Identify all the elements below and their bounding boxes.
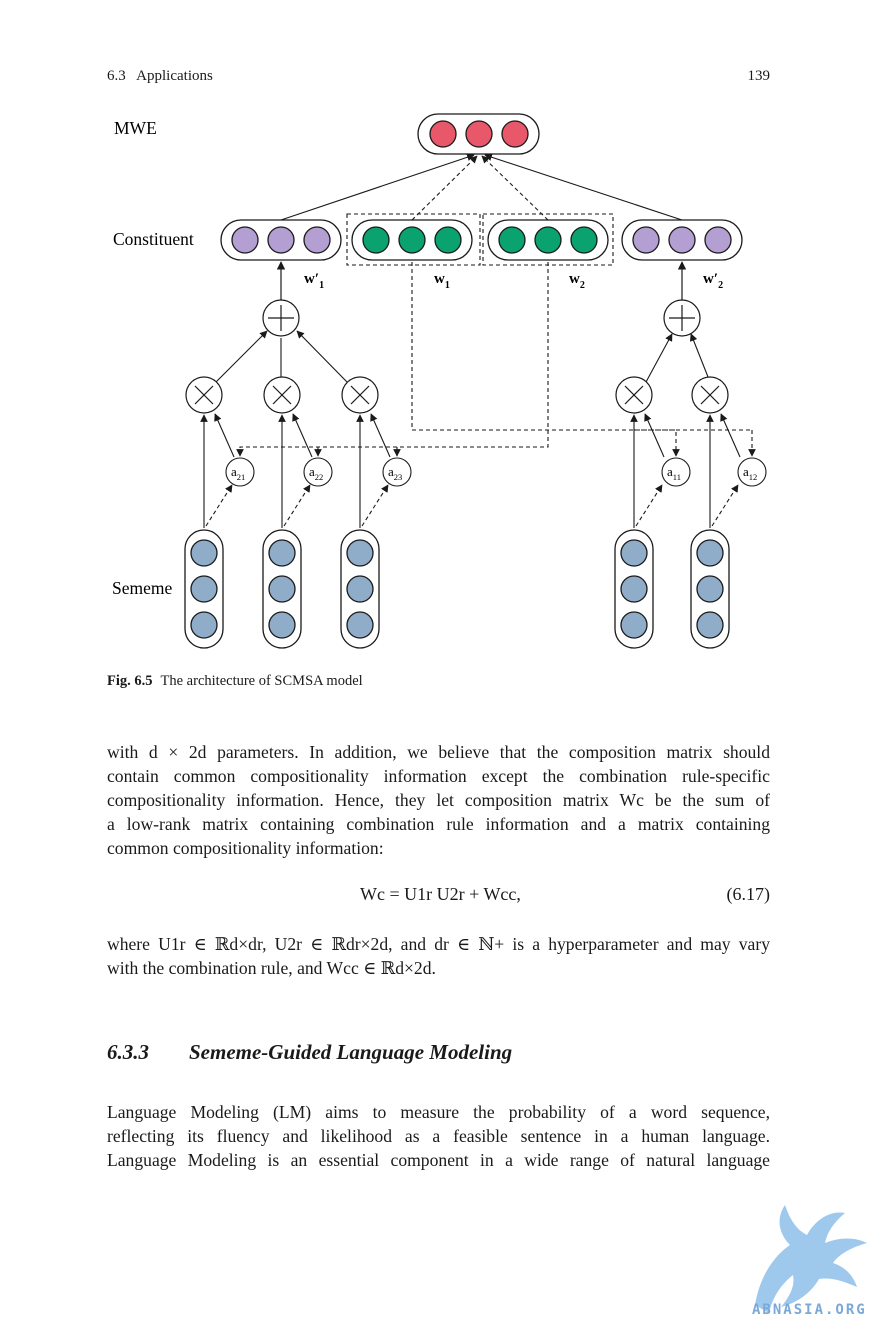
constituent-vector-2-sememe — [621, 219, 743, 261]
sememe-vector — [690, 529, 730, 649]
sememe-vectors — [184, 529, 730, 649]
paragraph-line: contain common compositionality informat… — [107, 766, 770, 786]
paragraph-language-modeling: Language Modeling (LM) aims to measure t… — [107, 1100, 770, 1172]
sememe-to-product-arrows — [200, 414, 714, 528]
constituent-vector-2-word — [482, 213, 614, 266]
constituent-vector-1-sememe — [220, 219, 342, 261]
attention-nodes: a21 a22 a23 a11 a12 — [225, 457, 767, 487]
multiply-icon — [341, 376, 379, 414]
equation-body: Wc = U1r U2r + Wcc, — [360, 884, 521, 904]
weight-label-w2: w2 — [569, 271, 585, 291]
sememe-label: Sememe — [112, 578, 172, 598]
constituent-to-mwe-arrows — [280, 153, 683, 221]
svg-text:a21: a21 — [231, 464, 245, 482]
paragraph-line: with the combination rule, and Wcc ∈ ℝd×… — [107, 958, 436, 978]
constituent-vector-1-word — [346, 213, 481, 266]
paragraph-line: where U1r ∈ ℝd×dr, U2r ∈ ℝdr×2d, and dr … — [107, 934, 770, 954]
svg-text:a12: a12 — [743, 464, 757, 482]
attention-node-a22: a22 — [303, 457, 333, 487]
sum-nodes — [262, 261, 701, 337]
figure-number: Fig. 6.5 — [107, 673, 153, 689]
attention-node-a23: a23 — [382, 457, 412, 487]
section-title: Sememe-Guided Language Modeling — [189, 1040, 513, 1064]
sememe-vector — [340, 529, 380, 649]
running-head: 6.3 Applications 139 — [107, 68, 770, 85]
multiply-icon — [185, 376, 223, 414]
paragraph-line: with d × 2d parameters. In addition, we … — [107, 742, 770, 762]
mwe-label: MWE — [114, 118, 157, 138]
attention-node-a21: a21 — [225, 457, 255, 487]
paragraph-line: common compositionality information: — [107, 838, 384, 858]
paragraph-line: Language Modeling is an essential compon… — [107, 1150, 770, 1170]
attention-node-a11: a11 — [661, 457, 691, 487]
multiply-icon — [615, 376, 653, 414]
watermark-text: ABNASIA.ORG — [752, 1302, 867, 1318]
product-to-sum-arrows — [215, 330, 711, 383]
section-label: 6.3 Applications — [107, 68, 213, 84]
paragraph-line: compositionality information. Hence, the… — [107, 790, 770, 810]
word-to-attention-routes — [236, 262, 756, 457]
paragraph-composition-matrix: with d × 2d parameters. In addition, we … — [107, 740, 770, 860]
sememe-vector — [262, 529, 302, 649]
sememe-vector — [184, 529, 224, 649]
paragraph-where: where U1r ∈ ℝd×dr, U2r ∈ ℝdr×2d, and dr … — [107, 932, 770, 980]
svg-text:a23: a23 — [388, 464, 402, 482]
section-heading: 6.3.3 Sememe-Guided Language Modeling — [107, 1040, 512, 1065]
sememe-to-attention-arrows — [205, 484, 739, 527]
watermark-logo-icon — [755, 1205, 867, 1313]
product-nodes — [185, 376, 729, 414]
mwe-vector — [417, 113, 540, 155]
figure-caption-text: The architecture of SCMSA model — [160, 673, 363, 689]
svg-text:a22: a22 — [309, 464, 323, 482]
weight-label-w2-prime: w′2 — [703, 271, 723, 291]
paragraph-line: Language Modeling (LM) aims to measure t… — [107, 1102, 770, 1122]
paragraph-line: reflecting its fluency and likelihood as… — [107, 1126, 770, 1146]
multiply-icon — [691, 376, 729, 414]
figure-caption: Fig. 6.5 The architecture of SCMSA model — [107, 673, 363, 690]
weight-label-w1-prime: w′1 — [304, 271, 324, 291]
scmsa-architecture-figure: MWE Constituent Sememe — [112, 113, 767, 649]
multiply-icon — [263, 376, 301, 414]
equation-number: (6.17) — [726, 884, 771, 904]
attention-to-product-arrows — [214, 413, 741, 458]
svg-text:a11: a11 — [667, 464, 681, 482]
attention-node-a12: a12 — [737, 457, 767, 487]
page-number: 139 — [747, 68, 771, 84]
paragraph-line: a low-rank matrix containing combination… — [107, 814, 770, 834]
section-number: 6.3.3 — [107, 1040, 149, 1064]
weight-label-w1: w1 — [434, 271, 450, 291]
constituent-label: Constituent — [113, 229, 194, 249]
sememe-vector — [614, 529, 654, 649]
